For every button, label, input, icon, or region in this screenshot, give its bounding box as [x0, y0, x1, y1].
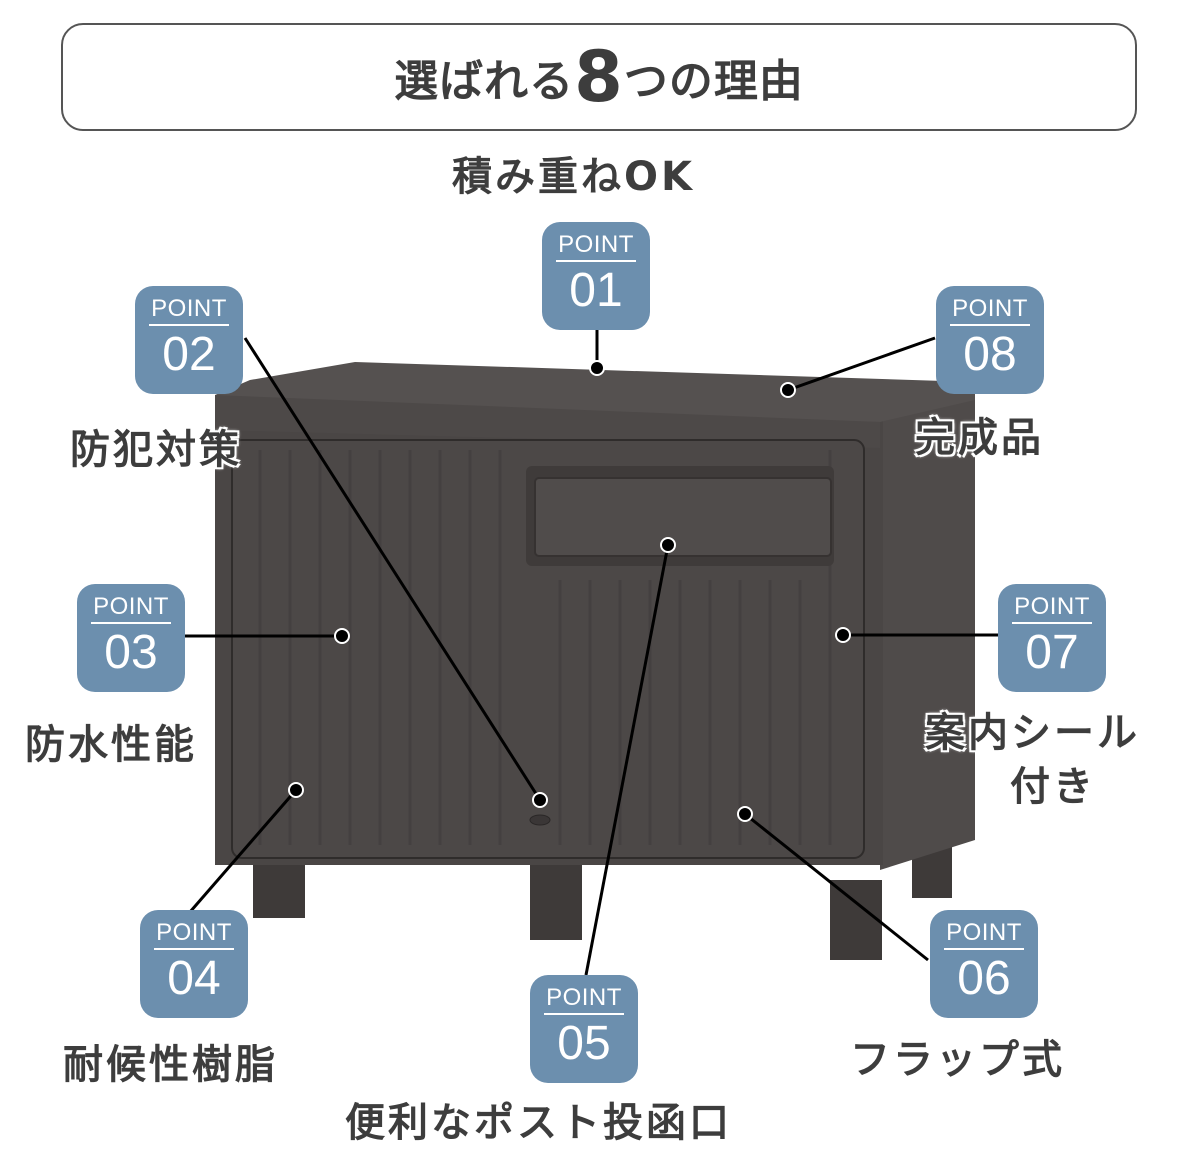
title-banner: 選ばれる 8 つの理由 [61, 23, 1137, 131]
point-07-badge: POINT 07 [998, 584, 1106, 692]
point-02-caption: POINT [149, 296, 229, 326]
point-07-number: 07 [1025, 626, 1079, 679]
point-04-number: 04 [167, 952, 221, 1005]
point-03-label: 防水性能 [25, 722, 197, 768]
point-03-number: 03 [104, 626, 158, 679]
point-07-caption: POINT [1012, 594, 1092, 624]
point-04-badge: POINT 04 [140, 910, 248, 1018]
point-03-badge: POINT 03 [77, 584, 185, 692]
point-06-caption: POINT [944, 920, 1024, 950]
point-08-caption: POINT [950, 296, 1030, 326]
point-02-badge: POINT 02 [135, 286, 243, 394]
point-06-badge: POINT 06 [930, 910, 1038, 1018]
point-05-badge: POINT 05 [530, 975, 638, 1083]
point-06-number: 06 [957, 952, 1011, 1005]
point-01-badge: POINT 01 [542, 222, 650, 330]
point-04-label: 耐候性樹脂 [63, 1042, 278, 1088]
point-07-label-line2: 付き [1010, 764, 1096, 810]
point-01-number: 01 [569, 264, 623, 317]
title-number: 8 [574, 36, 624, 118]
point-05-number: 05 [557, 1017, 611, 1070]
point-05-label: 便利なポスト投函口 [345, 1100, 732, 1146]
point-08-number: 08 [963, 328, 1017, 381]
point-08-label: 完成品 [915, 415, 1044, 461]
title-prefix: 選ばれる [394, 56, 575, 107]
point-08-badge: POINT 08 [936, 286, 1044, 394]
point-01-label: 積み重ねOK [452, 154, 695, 200]
title-suffix: つの理由 [623, 56, 804, 107]
point-03-caption: POINT [91, 594, 171, 624]
point-01-caption: POINT [556, 232, 636, 262]
point-06-label: フラップ式 [850, 1037, 1065, 1083]
point-02-label: 防犯対策 [70, 427, 242, 473]
point-07-label: 案内シール [925, 710, 1140, 756]
point-05-caption: POINT [544, 985, 624, 1015]
point-04-caption: POINT [154, 920, 234, 950]
point-02-number: 02 [162, 328, 216, 381]
